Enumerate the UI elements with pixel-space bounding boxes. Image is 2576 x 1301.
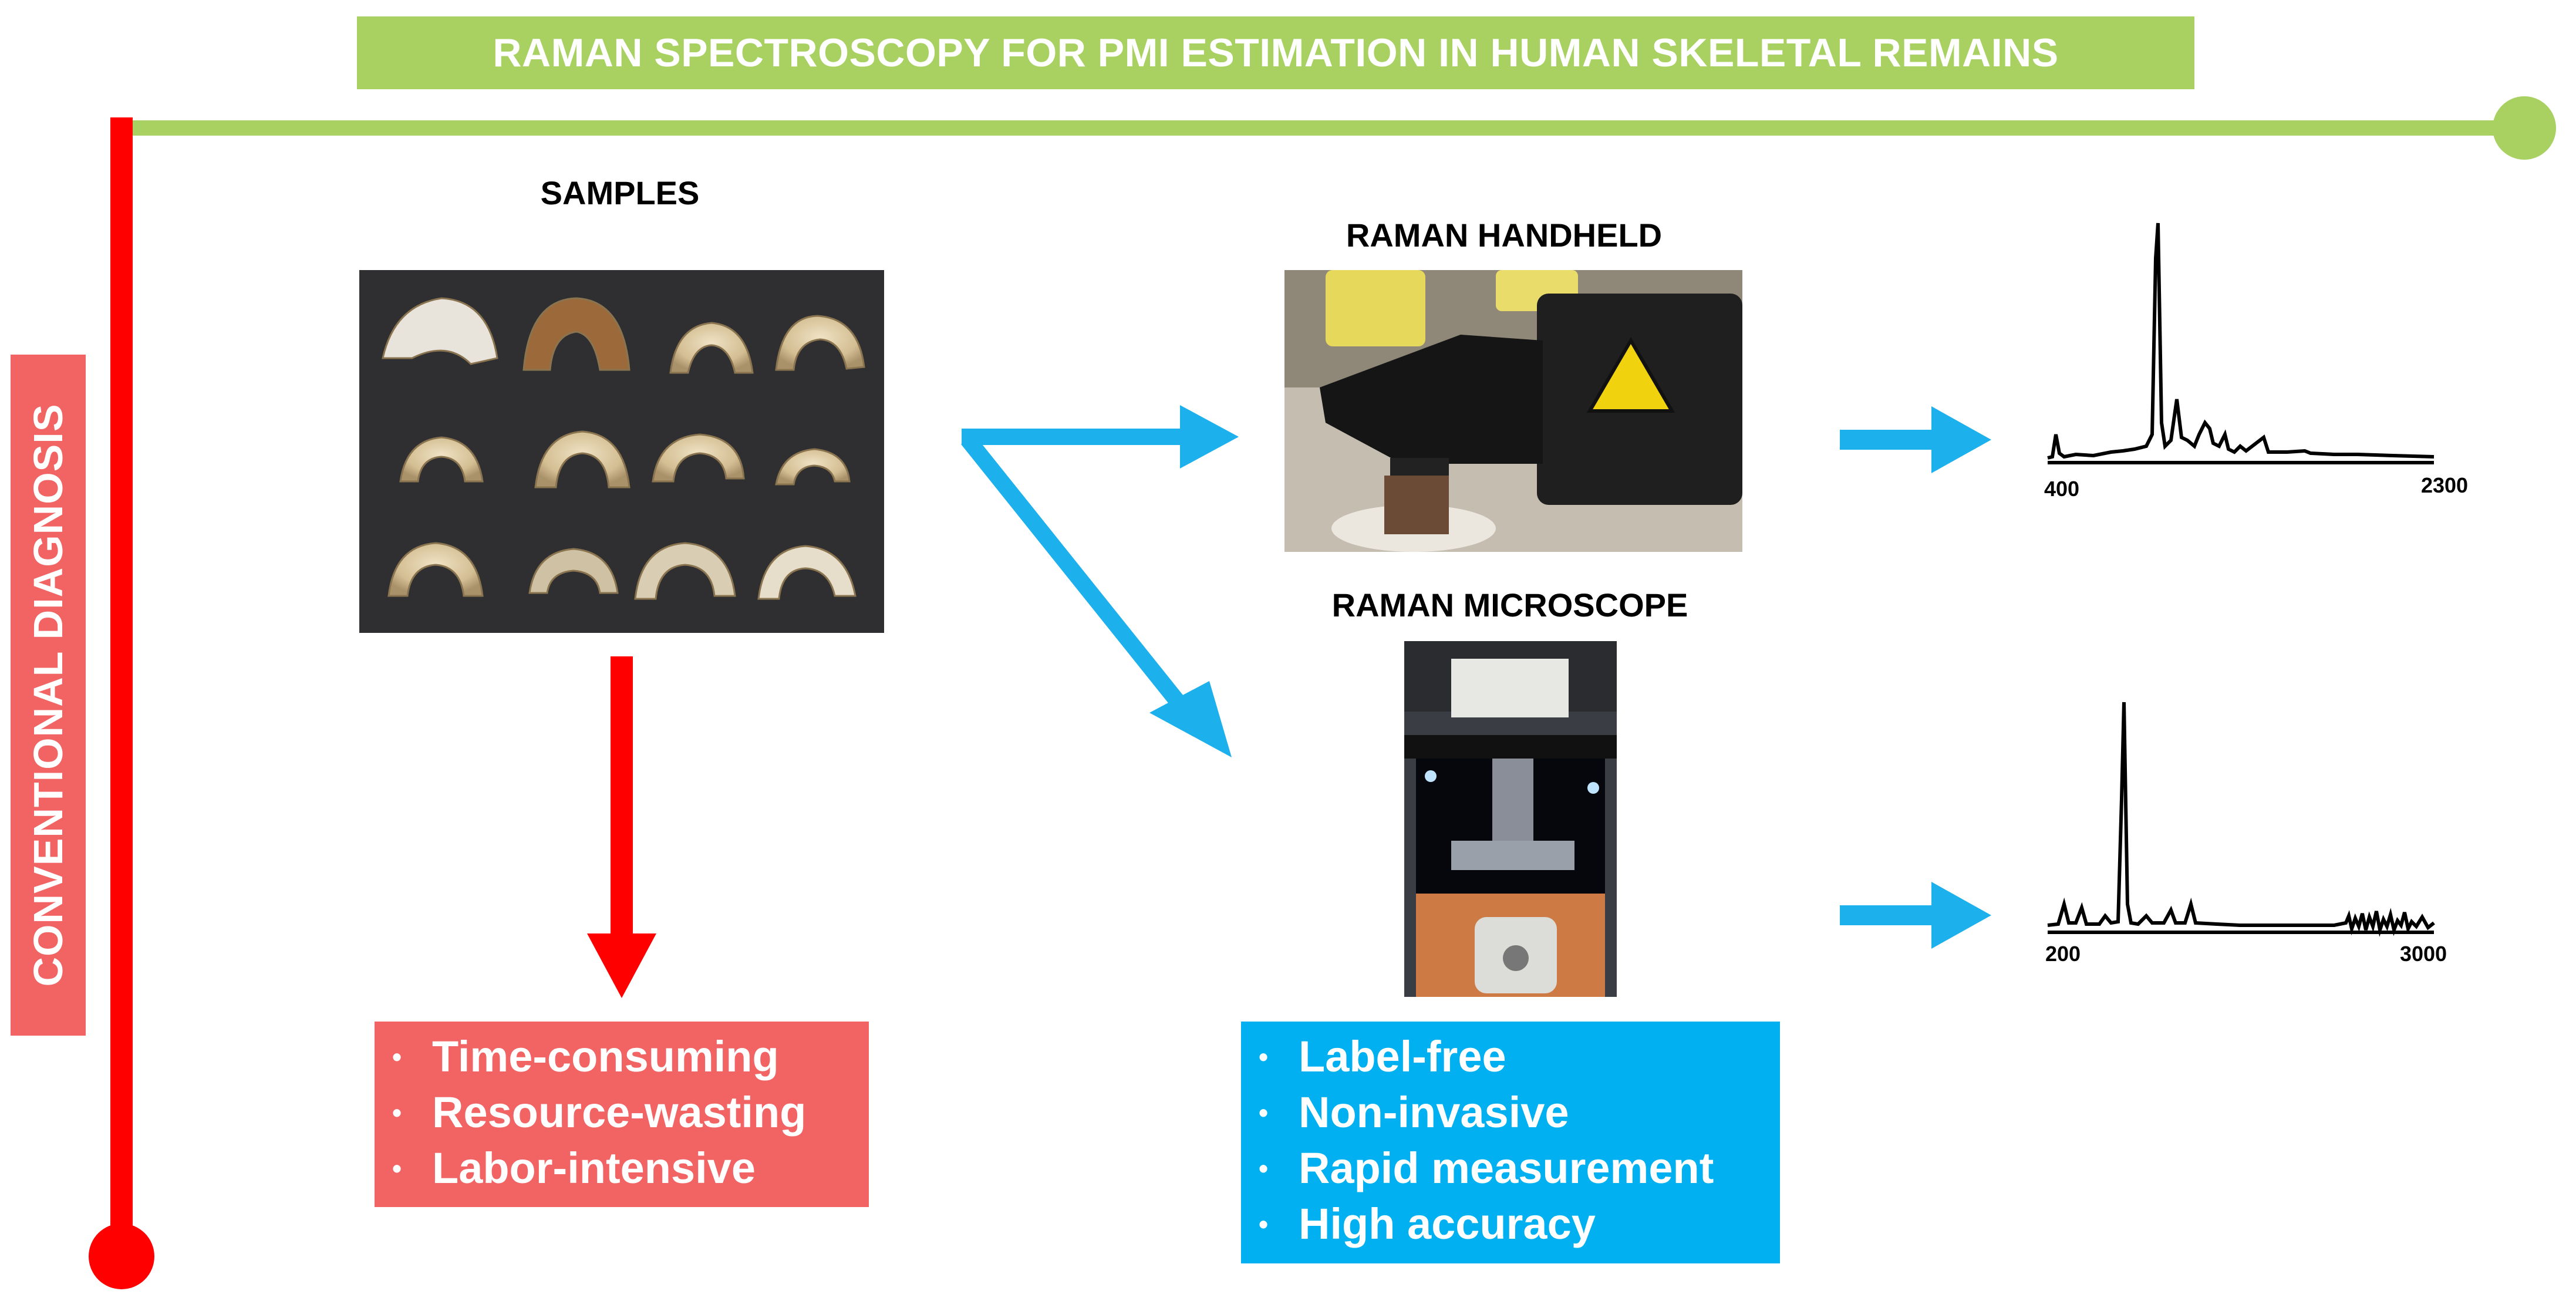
microscope-spectrum-x-start: 200 [2045, 942, 2081, 966]
bullet-dot: • [1259, 1208, 1269, 1239]
drawback-item: •Resource-wasting [375, 1084, 869, 1140]
microscope-image [1404, 641, 1617, 997]
bullet-dot: • [392, 1041, 402, 1072]
bullet-dot: • [392, 1152, 402, 1184]
microscope-spectrum-trace [2047, 702, 2435, 937]
diagram-title: RAMAN SPECTROSCOPY FOR PMI ESTIMATION IN… [357, 16, 2194, 89]
handheld-spectrum [2047, 223, 2435, 464]
blue-arrow-to-handheld [962, 405, 1239, 469]
microscope-caption: RAMAN MICROSCOPE [1331, 587, 1688, 623]
bullet-dot: • [1259, 1097, 1269, 1128]
drawbacks-list: •Time-consuming •Resource-wasting •Labor… [375, 1029, 869, 1196]
bullet-dot: • [392, 1097, 402, 1128]
handheld-spectrum-x-end: 2300 [2420, 473, 2469, 497]
advantages-box: •Label-free •Non-invasive •Rapid measure… [1241, 1022, 1780, 1263]
handheld-spectrum-x-start: 400 [2044, 477, 2080, 501]
bullet-dot: • [1259, 1152, 1269, 1184]
red-down-arrow [587, 656, 656, 998]
blue-arrow-to-microscope [961, 434, 1232, 757]
handheld-caption: RAMAN HANDHELD [1346, 217, 1663, 254]
red-timeline-end-dot [89, 1224, 154, 1289]
green-timeline-end-dot [2493, 96, 2556, 160]
advantage-item: •Non-invasive [1241, 1084, 1780, 1140]
advantage-item: •High accuracy [1241, 1196, 1780, 1252]
advantages-list: •Label-free •Non-invasive •Rapid measure… [1241, 1029, 1780, 1252]
blue-arrow-to-handheld-spectrum [1840, 406, 1991, 473]
advantage-item: •Label-free [1241, 1029, 1780, 1084]
handheld-spectrum-trace [2047, 223, 2435, 460]
samples-caption: SAMPLES [540, 174, 700, 211]
handheld-photo [1284, 270, 1742, 552]
bone-sections-image [382, 297, 865, 600]
microscope-spectrum-x-end: 3000 [2399, 942, 2447, 966]
drawback-item: •Labor-intensive [375, 1140, 869, 1196]
drawbacks-box: •Time-consuming •Resource-wasting •Labor… [375, 1022, 869, 1207]
microscope-photo [1404, 641, 1617, 997]
drawback-item: •Time-consuming [375, 1029, 869, 1084]
bullet-dot: • [1259, 1041, 1269, 1072]
side-label-box [11, 355, 86, 1036]
handheld-device-image [1284, 270, 1742, 552]
advantage-item: •Rapid measurement [1241, 1140, 1780, 1196]
samples-photo [359, 270, 884, 633]
side-label: CONVENTIONAL DIAGNOSIS [25, 403, 71, 987]
microscope-spectrum [2047, 702, 2435, 937]
blue-arrow-to-microscope-spectrum [1840, 882, 1991, 949]
